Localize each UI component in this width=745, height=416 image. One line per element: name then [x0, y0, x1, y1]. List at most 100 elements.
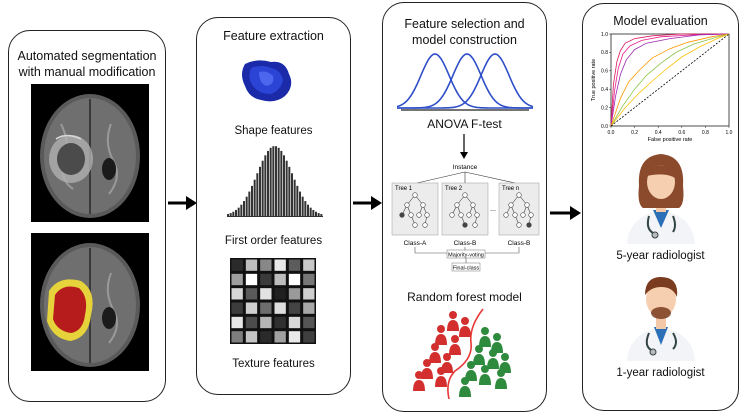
texture-cell — [303, 288, 315, 300]
texture-cell — [288, 273, 301, 286]
histogram-bar — [261, 160, 264, 216]
texture-cell — [303, 259, 315, 271]
texture-cell — [274, 316, 286, 329]
texture-cell — [231, 302, 243, 314]
segmentation-title-line2: with manual modification — [18, 65, 156, 79]
tree2-label: Tree 2 — [445, 186, 463, 192]
texture-cell — [245, 273, 258, 286]
radiologist-5-label: 5-year radiologist — [616, 250, 705, 262]
texture-cell — [245, 302, 258, 314]
y-tick-label: 0.4 — [601, 87, 608, 93]
histogram-bar — [296, 185, 299, 216]
tree-node — [404, 202, 410, 208]
histogram-bar — [277, 147, 280, 216]
texture-cell — [260, 259, 272, 271]
tree-node — [516, 222, 522, 228]
gaussian-curve — [397, 53, 533, 109]
histogram-bar — [299, 191, 301, 216]
tree-node — [470, 202, 476, 208]
mri-image-segmented — [31, 233, 149, 371]
x-tick-label: 0.6 — [678, 130, 685, 136]
radiologist-1-label: 1-year radiologist — [616, 367, 705, 379]
male-doctor-avatar — [627, 277, 695, 361]
arrow-segmentation-to-extraction — [168, 196, 197, 210]
histogram-bar — [312, 209, 315, 216]
texture-cell — [260, 331, 272, 343]
person-icon — [459, 317, 471, 337]
majority-voting-label: Majority-voting — [448, 252, 484, 258]
histogram-bar — [280, 150, 283, 216]
feature-selection-panel: Feature selection and model construction… — [382, 2, 547, 412]
texture-matrix — [230, 258, 316, 344]
roc-series-line — [610, 33, 730, 127]
y-tick-label: 0.6 — [601, 69, 608, 75]
tree-node — [412, 222, 418, 228]
female-doctor-avatar — [627, 154, 695, 244]
texture-cell — [260, 316, 272, 329]
texture-cell — [245, 331, 258, 343]
tree-node — [454, 202, 460, 208]
texture-features-label: Texture features — [232, 358, 315, 370]
roc-series-line — [610, 33, 730, 127]
tree-node — [520, 212, 526, 218]
histogram-bar — [264, 155, 267, 216]
tree-node — [472, 222, 478, 228]
x-tick-label: 0.2 — [631, 130, 638, 136]
extraction-title: Feature extraction — [223, 29, 324, 43]
gaussian-curve — [397, 53, 533, 109]
histogram-bar — [253, 179, 256, 216]
histogram-bar — [272, 146, 275, 216]
tree-node — [474, 212, 480, 218]
final-class-label: Final-class — [453, 265, 480, 271]
segmentation-title-line1: Automated segmentation — [17, 49, 157, 63]
histogram-bar — [301, 196, 304, 216]
histogram-bar — [307, 204, 309, 216]
texture-cell — [245, 316, 258, 329]
person-icon — [435, 325, 447, 345]
histogram-bar — [227, 214, 229, 216]
texture-cell — [303, 331, 315, 343]
texture-cell — [231, 288, 243, 300]
roc-series-line — [610, 33, 730, 127]
texture-cell — [274, 331, 286, 343]
treen-label: Tree n — [502, 186, 519, 192]
mri-image-original — [31, 84, 149, 222]
first-order-histogram — [227, 146, 323, 217]
tree-node — [503, 212, 509, 218]
tree-node — [462, 192, 468, 198]
classification-people-illustration — [413, 308, 511, 399]
histogram-bar — [251, 185, 253, 216]
tree-node — [512, 212, 518, 218]
random-forest-diagram: Instance Tree 1 Tree 2 Tree n ... Class-… — [391, 164, 540, 271]
person-icon — [447, 311, 459, 331]
texture-cell — [260, 288, 272, 300]
tree-node — [524, 202, 530, 208]
roc-series-line — [610, 33, 730, 127]
histogram-bar — [240, 204, 243, 216]
person-icon — [429, 343, 441, 363]
tree-node — [449, 212, 455, 218]
texture-cell — [231, 259, 243, 271]
histogram-bar — [283, 155, 285, 216]
anova-label: ANOVA F-test — [427, 117, 502, 131]
x-tick-label: 1.0 — [726, 130, 733, 136]
texture-cell — [303, 273, 315, 286]
histogram-bar — [232, 211, 235, 216]
tree-node — [462, 222, 468, 228]
tumor-3d-shape — [242, 60, 292, 102]
class-separator-line — [447, 308, 484, 399]
histogram-bar — [245, 196, 248, 216]
segmentation-panel: Automated segmentation with manual modif… — [8, 30, 166, 402]
roc-x-axis-label: False positive rate — [648, 137, 693, 143]
histogram-bar — [229, 213, 232, 216]
texture-cell — [274, 288, 286, 300]
tree-node — [422, 222, 428, 228]
person-icon — [465, 361, 477, 381]
tree-node — [408, 212, 414, 218]
person-icon — [479, 365, 491, 385]
texture-cell — [288, 259, 301, 271]
tree1-label: Tree 1 — [395, 186, 413, 192]
histogram-bar — [235, 209, 237, 216]
